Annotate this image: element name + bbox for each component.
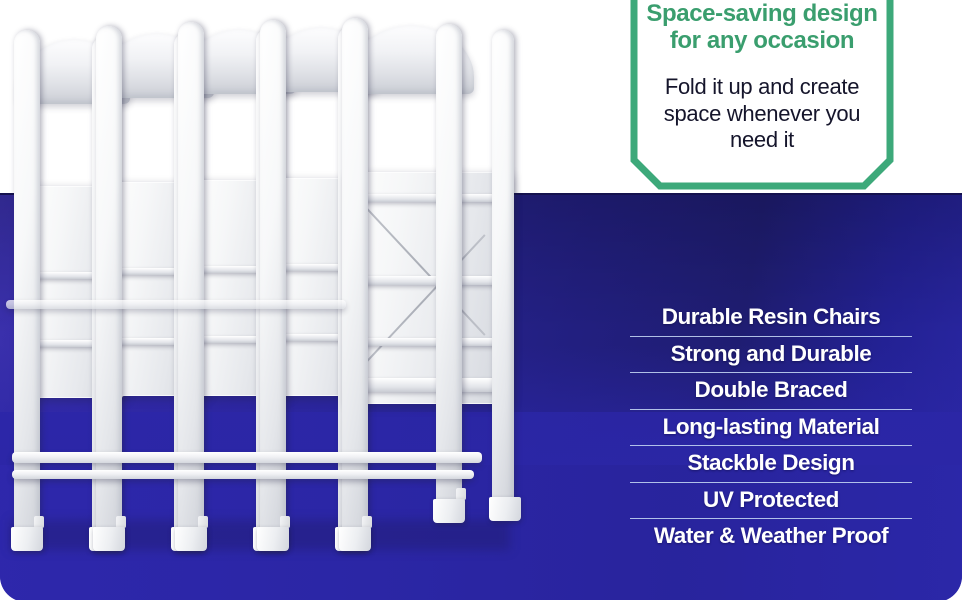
seat-cross-brace-wire (357, 198, 486, 336)
seat-brace-middle (352, 276, 504, 285)
post-notch (280, 516, 290, 528)
chair-brace (30, 340, 122, 347)
seat-brace-lower (352, 338, 504, 346)
chair-foot (339, 527, 371, 551)
chair-foot (175, 527, 207, 551)
stack-cross-rail (12, 452, 482, 463)
post-notch (116, 516, 126, 528)
callout-body: Fold it up and create space whenever you… (663, 74, 861, 152)
callout-title: Space-saving design for any occasion (646, 0, 878, 55)
feature-item: Water & Weather Proof (630, 518, 912, 555)
chair-back-post (11, 30, 44, 551)
callout-border-shape (630, 0, 894, 190)
feature-item: Double Braced (630, 372, 912, 409)
chair-foot (11, 527, 43, 551)
chair-back-post (489, 30, 521, 521)
chair-brace (112, 338, 204, 345)
chair-brace (276, 264, 368, 271)
chair-brace (276, 334, 368, 341)
feature-item: Durable Resin Chairs (661, 304, 881, 329)
callout-text-block: Space-saving design for any occasion Fol… (630, 0, 894, 153)
chair-brace (30, 272, 122, 279)
seat-brace-upper (352, 194, 504, 202)
chair-brace (112, 268, 204, 275)
post-notch (198, 516, 208, 528)
chair-foot (93, 527, 125, 551)
chair-brace (194, 266, 286, 273)
post-notch (456, 488, 466, 500)
feature-item: UV Protected (630, 481, 912, 519)
chair-foot (257, 527, 289, 551)
space-saving-callout: Space-saving design for any occasion Fol… (630, 0, 894, 248)
feature-item: Strong and Durable (630, 335, 912, 373)
feature-item: Long-lasting Material (630, 408, 912, 446)
feature-list: Durable Resin Chairs Strong and Durable … (630, 300, 912, 555)
chair-seat-panel-front (344, 172, 510, 404)
chair-foot (433, 499, 465, 523)
chair-foot (489, 497, 521, 521)
stack-cross-rail (12, 470, 474, 479)
chair-back-post (433, 24, 466, 523)
stack-cross-rail (6, 300, 346, 309)
seat-brace-bottom (350, 378, 506, 392)
seat-cross-brace-wire (357, 234, 486, 372)
feature-item: Stackble Design (630, 445, 912, 482)
post-notch (362, 516, 372, 528)
product-image-folded-chairs (6, 18, 521, 551)
post-notch (34, 516, 44, 528)
chair-brace (194, 336, 286, 343)
